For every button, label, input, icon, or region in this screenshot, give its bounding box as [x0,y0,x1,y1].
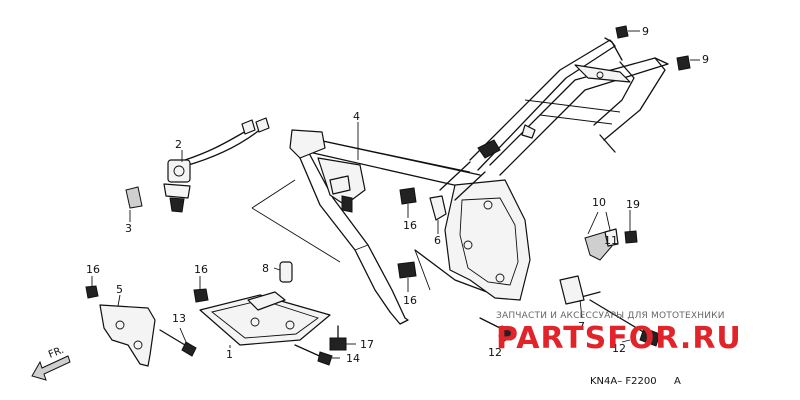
callout-4: 4 [353,110,360,123]
callout-2: 2 [175,138,182,151]
callout-15: 14 [346,352,360,365]
callout-17: 17 [360,338,374,351]
nut-16a [85,285,99,299]
bolt-17 [329,325,347,351]
part-11-collar [604,228,619,247]
drawing-code-text: KN4A– F2200 [590,376,657,387]
callout-7: 7 [578,320,585,333]
nut-9b [676,55,691,71]
nut-16b [193,288,209,303]
callout-16b: 16 [194,263,208,276]
nut-9a [615,25,629,39]
part-8-rubber [279,261,293,283]
callout-1: 1 [226,348,233,361]
drawing-code-suffix: A [674,376,681,387]
part-1-skid-plate [199,291,331,346]
callout-14: 13 [172,312,186,325]
part-3-clip [125,186,143,209]
frame-body [251,37,669,325]
callout-10: 10 [592,196,606,209]
callout-16c: 16 [403,219,417,232]
callout-13: 12 [488,346,502,359]
callout-16a: 16 [86,263,100,276]
nut-19 [624,230,638,244]
front-direction-arrow: FR. [31,345,71,381]
watermark-tagline: ЗАПЧАСТИ И АКСЕССУАРЫ ДЛЯ МОТОТЕХНИКИ [496,311,725,321]
part-6-link [429,195,447,221]
part-10-bracket [584,231,613,261]
callout-9a: 9 [642,25,649,38]
part-5-bracket [99,304,156,367]
callout-11: 11 [604,234,618,247]
callout-8: 8 [262,262,269,275]
direction-label: FR. [47,345,66,361]
watermark: ЗАПЧАСТИ И АКСЕССУАРЫ ДЛЯ МОТОТЕХНИКИ PA… [496,311,742,356]
callout-16d: 16 [403,294,417,307]
ignition-switch [163,117,270,213]
drawing-code: KN4A– F2200 A [590,376,681,387]
callout-12: 12 [612,342,626,355]
callout-3: 3 [125,222,132,235]
callout-labels: 2 3 4 5 16 16 8 16 6 16 1 13 14 17 12 10… [86,25,709,365]
bolt-7 [559,275,601,305]
callout-5: 5 [116,283,123,296]
bolt-15 [294,344,333,366]
nut-16c [399,187,417,205]
bolt-12 [589,299,661,347]
callout-19: 19 [626,198,640,211]
callout-9b: 9 [702,53,709,66]
leader-lines [91,30,700,359]
bolt-14 [159,329,197,357]
watermark-brand: PARTSFOR.RU [496,321,742,356]
bolt-13 [479,317,515,341]
nut-16d [397,261,417,279]
callout-6: 6 [434,234,441,247]
